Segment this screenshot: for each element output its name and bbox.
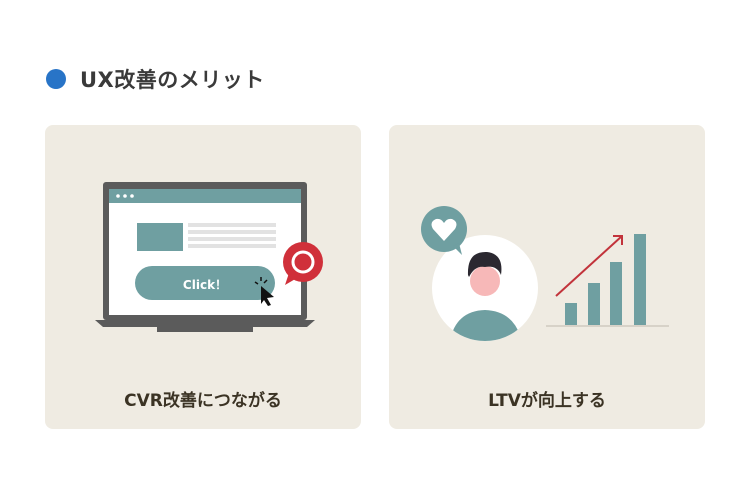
card-caption: LTVが向上する (488, 391, 606, 411)
user-growth-chart-illustration (421, 206, 669, 341)
heart-bubble-icon (421, 206, 467, 255)
cursor-icon (254, 277, 274, 306)
laptop-click-illustration: Click！ (95, 182, 323, 332)
heading-title: UX改善のメリット (80, 68, 265, 92)
bullet-dot-icon (46, 69, 66, 89)
click-button-label: Click！ (183, 278, 227, 292)
section-heading: UX改善のメリット (46, 64, 265, 94)
card-caption: CVR改善につながる (124, 391, 282, 411)
red-circle-bubble-icon (283, 242, 323, 285)
growth-bar-chart (546, 234, 669, 327)
card-ltv: LTVが向上する (389, 125, 705, 429)
card-cvr: Click！ CVR改善につながる (45, 125, 361, 429)
